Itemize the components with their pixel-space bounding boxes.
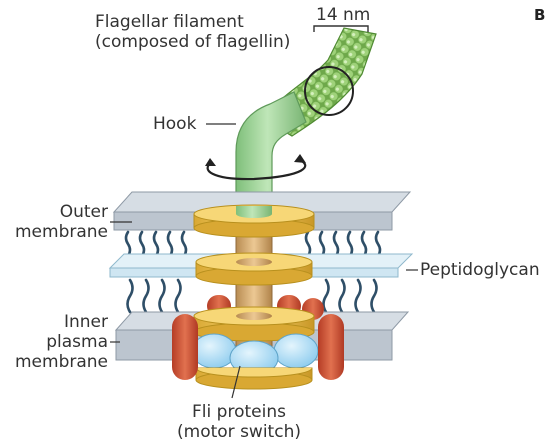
c-ring-disc (196, 368, 312, 389)
filament-label-line2: (composed of flagellin) (95, 32, 290, 52)
label-flagellar-filament: Flagellar filament (composed of flagelli… (95, 12, 290, 52)
outer-label-line2: membrane (15, 222, 108, 242)
inner-label-line2: plasma (15, 332, 108, 352)
filament-label-line1: Flagellar filament (95, 12, 290, 32)
p-ring-disc (196, 253, 312, 285)
outer-label-line1: Outer (15, 202, 108, 222)
fli-label-line2: (motor switch) (154, 422, 324, 442)
rotation-arrowhead-right (294, 154, 306, 163)
label-hook: Hook (153, 114, 196, 134)
label-fli-proteins: Fli proteins (motor switch) (154, 402, 324, 442)
inner-label-line3: membrane (15, 352, 108, 372)
label-width: 14 nm (316, 5, 370, 25)
rotation-arrowhead-left (205, 158, 216, 166)
label-peptidoglycan: Peptidoglycan (420, 260, 540, 280)
hook (236, 92, 306, 208)
fli-label-line1: Fli proteins (154, 402, 324, 422)
inner-label-line1: Inner (15, 312, 108, 332)
label-inner-plasma-membrane: Inner plasma membrane (15, 312, 108, 372)
panel-letter: B (534, 6, 545, 24)
l-ring-disc (194, 205, 314, 237)
label-outer-membrane: Outer membrane (15, 202, 108, 242)
